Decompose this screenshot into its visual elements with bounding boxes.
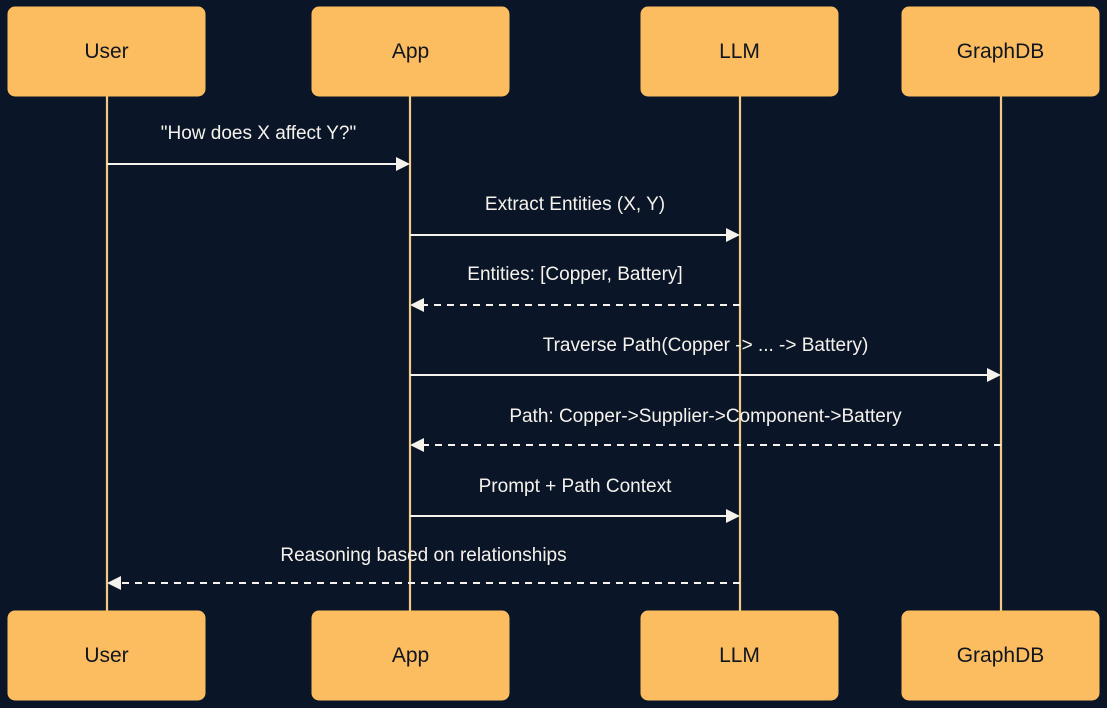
actors-top-layer: User App LLM GraphDB	[7, 6, 1100, 97]
actor-box-bottom-user[interactable]: User	[7, 610, 206, 701]
message-m6[interactable]: Prompt + Path Context	[410, 476, 740, 523]
message-label: Traverse Path(Copper -> ... -> Battery)	[543, 335, 869, 356]
message-label: "How does X affect Y?"	[161, 123, 357, 144]
actor-box-top-graphdb[interactable]: GraphDB	[901, 6, 1100, 97]
message-arrowhead	[726, 509, 740, 523]
actor-rect	[640, 610, 839, 701]
actor-label-llm: LLM	[719, 40, 760, 63]
actor-label-user: User	[84, 40, 128, 63]
message-arrowhead	[396, 157, 410, 171]
actor-box-top-llm[interactable]: LLM	[640, 6, 839, 97]
message-arrowhead	[987, 368, 1001, 382]
message-arrowhead	[410, 298, 424, 312]
actor-label-app: App	[392, 644, 429, 667]
actor-box-bottom-graphdb[interactable]: GraphDB	[901, 610, 1100, 701]
message-label: Prompt + Path Context	[479, 476, 672, 497]
actors-bottom-layer: User App LLM GraphDB	[7, 610, 1100, 701]
actor-rect	[7, 610, 206, 701]
actor-rect	[7, 6, 206, 97]
message-label: Reasoning based on relationships	[280, 545, 566, 566]
message-m1[interactable]: "How does X affect Y?"	[107, 123, 410, 171]
message-m2[interactable]: Extract Entities (X, Y)	[410, 194, 740, 242]
message-label: Extract Entities (X, Y)	[485, 194, 665, 215]
actor-label-app: App	[392, 40, 429, 63]
message-arrowhead	[107, 576, 121, 590]
actor-label-llm: LLM	[719, 644, 760, 667]
actor-label-graphdb: GraphDB	[957, 644, 1045, 667]
messages-layer: "How does X affect Y?" Extract Entities (…	[107, 123, 1001, 590]
actor-rect	[311, 610, 510, 701]
actor-label-user: User	[84, 644, 128, 667]
actor-rect	[901, 610, 1100, 701]
actor-box-bottom-llm[interactable]: LLM	[640, 610, 839, 701]
message-arrowhead	[726, 228, 740, 242]
message-label: Entities: [Copper, Battery]	[467, 264, 682, 285]
actor-box-top-app[interactable]: App	[311, 6, 510, 97]
message-m4[interactable]: Traverse Path(Copper -> ... -> Battery)	[410, 335, 1001, 382]
actor-rect	[311, 6, 510, 97]
actor-rect	[901, 6, 1100, 97]
message-label: Path: Copper->Supplier->Component->Batte…	[509, 406, 902, 427]
actor-box-bottom-app[interactable]: App	[311, 610, 510, 701]
actor-rect	[640, 6, 839, 97]
message-m7[interactable]: Reasoning based on relationships	[107, 545, 740, 590]
message-arrowhead	[410, 438, 424, 452]
actor-label-graphdb: GraphDB	[957, 40, 1045, 63]
lifelines-layer	[105, 96, 1003, 611]
message-m5[interactable]: Path: Copper->Supplier->Component->Batte…	[410, 406, 1001, 452]
message-m3[interactable]: Entities: [Copper, Battery]	[410, 264, 740, 312]
actor-box-top-user[interactable]: User	[7, 6, 206, 97]
